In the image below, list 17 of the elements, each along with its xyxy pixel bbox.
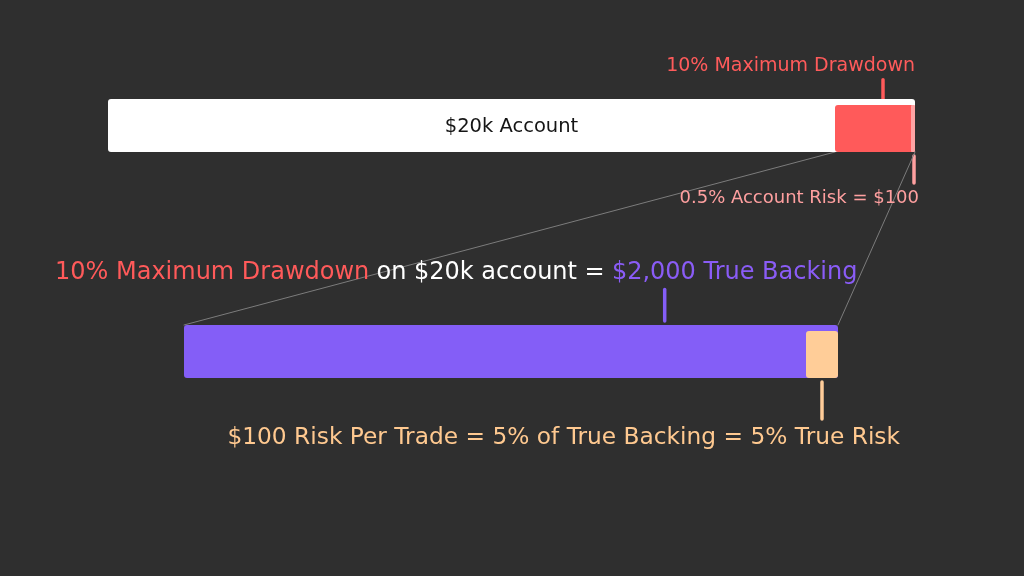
annotation-text: $100 Risk Per Trade = 5% of True Backing = 5% True Risk <box>227 423 900 450</box>
backing-phrase: $2,000 True Backing <box>611 258 858 286</box>
projection-line <box>183 151 836 326</box>
leader-line <box>662 287 667 323</box>
account-phrase: on $20k account = <box>376 258 605 286</box>
annotation-text: 0.5% Account Risk = $100 <box>679 187 919 208</box>
drawdown-segment <box>835 105 915 152</box>
risk-segment <box>911 105 915 152</box>
backing-bar <box>184 325 838 378</box>
projection-line <box>837 151 916 326</box>
annotation-text: 10% Maximum Drawdown <box>666 54 915 76</box>
leader-line <box>820 380 824 421</box>
account-bar <box>108 99 915 152</box>
bar-label: $20k Account <box>444 114 579 137</box>
drawdown-phrase: 10% Maximum Drawdown <box>55 258 370 286</box>
leader-line <box>912 154 916 185</box>
risk-segment <box>806 331 838 378</box>
